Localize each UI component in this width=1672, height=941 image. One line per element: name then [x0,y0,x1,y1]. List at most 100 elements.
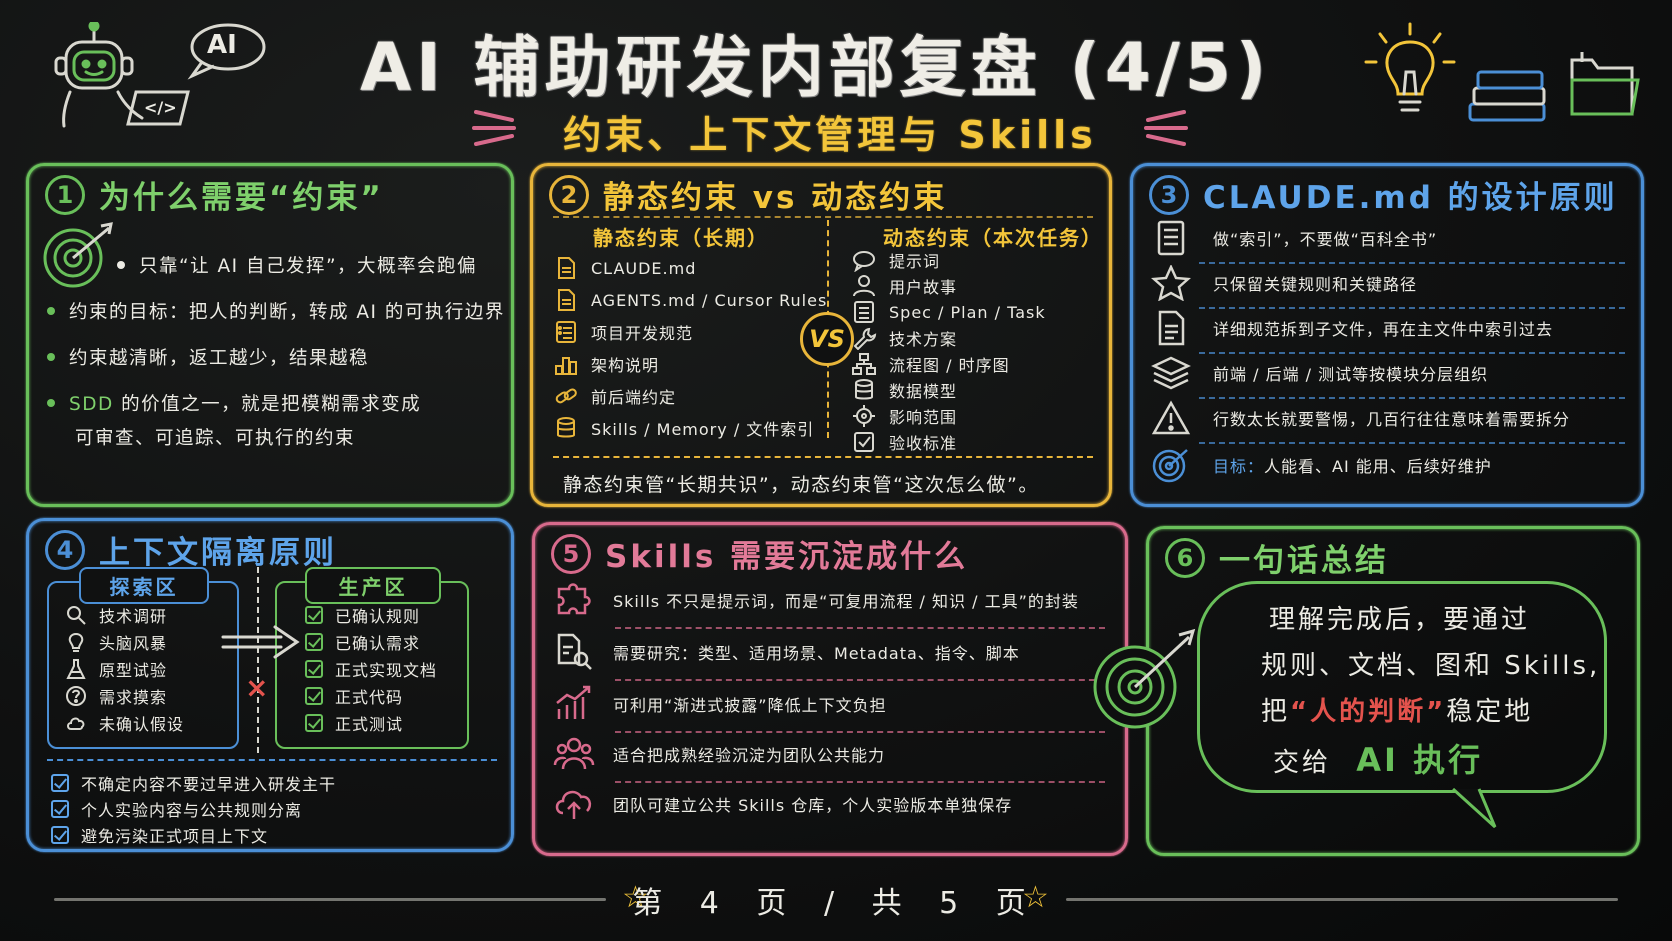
page-subtitle: 约束、上下文管理与 Skills [563,113,1097,157]
explore-zone-tag: 探索区 [79,567,209,604]
panel-number: 2 [549,174,589,215]
bullet-text: SDD 的价值之一，就是把模糊需求变成 [69,390,421,416]
panel-footer-text: 静态约束管“长期共识”，动态约束管“这次怎么做”。 [563,474,1039,496]
wrench-icon [853,327,877,350]
summary-line-1: 理解完成后，要通过 [1269,605,1531,635]
left-spark-icon [472,110,516,146]
dynamic-item-text: 技术方案 [889,330,958,349]
produce-item: 已确认规则 [305,603,420,627]
explore-item: 需求摸索 [65,684,167,708]
explore-item-text: 未确认假设 [99,715,185,734]
sdd-line2: 可审查、可追踪、可执行的约束 [75,428,356,449]
sdd-keyword: SDD [69,394,114,415]
principle-text: 只保留关键规则和关键路径 [1213,275,1418,294]
summary-line-2: 规则、文档、图和 Skills, [1261,651,1601,681]
bullet-item: 约束越清晰，返工越少，结果越稳 [47,344,369,370]
summary-line-4-pre: 交给 [1273,748,1332,778]
dynamic-item-text: 数据模型 [889,382,958,401]
link-icon [555,388,577,404]
goal-value: 人能看、AI 能用、后续好维护 [1264,457,1492,476]
panel-context-isolation: 4 上下文隔离原则 探索区 生产区 × 技术调研 头脑风暴 原型试验 需求摸索 [26,518,514,852]
robot-speech-text: AI [207,30,237,60]
right-spark-icon [1144,110,1188,146]
folder-icon [1570,52,1640,116]
static-item: AGENTS.md / Cursor Rules [553,288,827,312]
produce-item-text: 正式代码 [335,688,404,707]
bullet-item: 约束的目标：把人的判断，转成 AI 的可执行边界 [47,298,505,324]
principle-row: 前端 / 后端 / 测试等按模块分层组织 [1151,355,1621,391]
idea-icon [68,632,84,652]
flask-icon [66,659,86,679]
database-icon [557,417,575,438]
produce-item: 已确认需求 [305,630,420,654]
goal-label: 目标： [1213,457,1265,476]
explore-item: 技术调研 [65,603,167,627]
explore-item-text: 原型试验 [99,661,168,680]
cloud-icon [67,717,85,730]
dynamic-item: Spec / Plan / Task [851,300,1046,324]
growth-chart-icon [556,685,591,719]
layers-icon [1151,356,1191,390]
explore-item-text: 技术调研 [99,607,168,626]
dynamic-item: 技术方案 [851,326,957,350]
panel-title: 为什么需要“约束” [99,180,384,216]
checkbox-icon [854,432,874,452]
footer-rule-left [54,898,606,901]
robot-icon [54,22,190,128]
summary-ai-exec: AI 执行 [1356,741,1484,779]
panel-number: 4 [45,529,85,570]
bullet-item: SDD 的价值之一，就是把模糊需求变成 [47,390,421,416]
dynamic-item: 验收标准 [851,430,957,454]
panel-title: 上下文隔离原则 [99,535,337,571]
static-item-text: Skills / Memory / 文件索引 [591,420,815,439]
divider [553,216,1093,218]
explore-item: 头脑风暴 [65,630,167,654]
panel-number: 6 [1165,537,1205,578]
principle-text: 详细规范拆到子文件，再在主文件中索引过去 [1213,320,1554,339]
skills-row: Skills 不只是提示词，而是“可复用流程 / 知识 / 工具”的封装 [553,581,1113,619]
lead-bullet: 只靠“让 AI 自己发挥”，大概率会跑偏 [117,252,477,278]
star-icon: ☆ [622,880,649,915]
summary-line-4: 交给 AI 执行 [1273,735,1483,781]
panel-title: 静态约束 vs 动态约束 [603,180,948,216]
panel-header: 5 Skills 需要沉淀成什么 [551,531,968,576]
summary-bubble [1197,581,1607,793]
skills-row: 需要研究：类型、适用场景、Metadata、指令、脚本 [553,633,1113,671]
speech-bubble-icon [187,23,266,80]
static-item-text: CLAUDE.md [591,258,697,278]
crosshair-icon [853,405,875,427]
principle-text: 做“索引”，不要做“百科全书” [1213,230,1438,249]
skills-row: 可利用“渐进式披露”降低上下文负担 [553,685,1113,723]
panel-title: Skills 需要沉淀成什么 [605,539,969,575]
arrow-right-icon [221,625,300,659]
rule-item: 避免污染正式项目上下文 [51,823,268,847]
target-icon [1152,449,1188,483]
divider [1199,442,1625,444]
target-icon [43,222,113,288]
panel-number: 5 [551,533,591,574]
divider [1199,352,1625,354]
static-item: 项目开发规范 [553,320,693,344]
principle-text: 前端 / 后端 / 测试等按模块分层组织 [1213,365,1489,384]
panel-skills: 5 Skills 需要沉淀成什么 Skills 不只是提示词，而是“可复用流程 … [532,522,1128,856]
bullet-text: 约束的目标：把人的判断，转成 AI 的可执行边界 [69,302,505,323]
check-icon [305,633,323,651]
static-item-text: AGENTS.md / Cursor Rules [591,290,828,310]
divider [615,731,1105,733]
index-document-icon [1157,220,1185,256]
static-item: 架构说明 [553,352,659,376]
skills-row-text: 团队可建立公共 Skills 仓库，个人实验版本单独保存 [613,796,1013,815]
panel-header: 1 为什么需要“约束” [45,172,384,217]
block-mark: × [245,671,269,704]
panel-header: 4 上下文隔离原则 [45,527,337,572]
dynamic-item: 流程图 / 时序图 [851,352,1010,376]
document-icon [558,289,575,311]
panel-summary: 6 一句话总结 理解完成后，要通过 规则、文档、图和 Skills, 把“人的判… [1093,526,1640,856]
rule-text: 避免污染正式项目上下文 [81,827,269,846]
page-title: AI 辅助研发内部复盘 (4/5) [360,29,1271,106]
check-icon [51,826,69,844]
document-icon [558,257,575,279]
check-icon [305,714,323,732]
rule-text: 个人实验内容与公共规则分离 [81,801,303,820]
check-icon [305,660,323,678]
